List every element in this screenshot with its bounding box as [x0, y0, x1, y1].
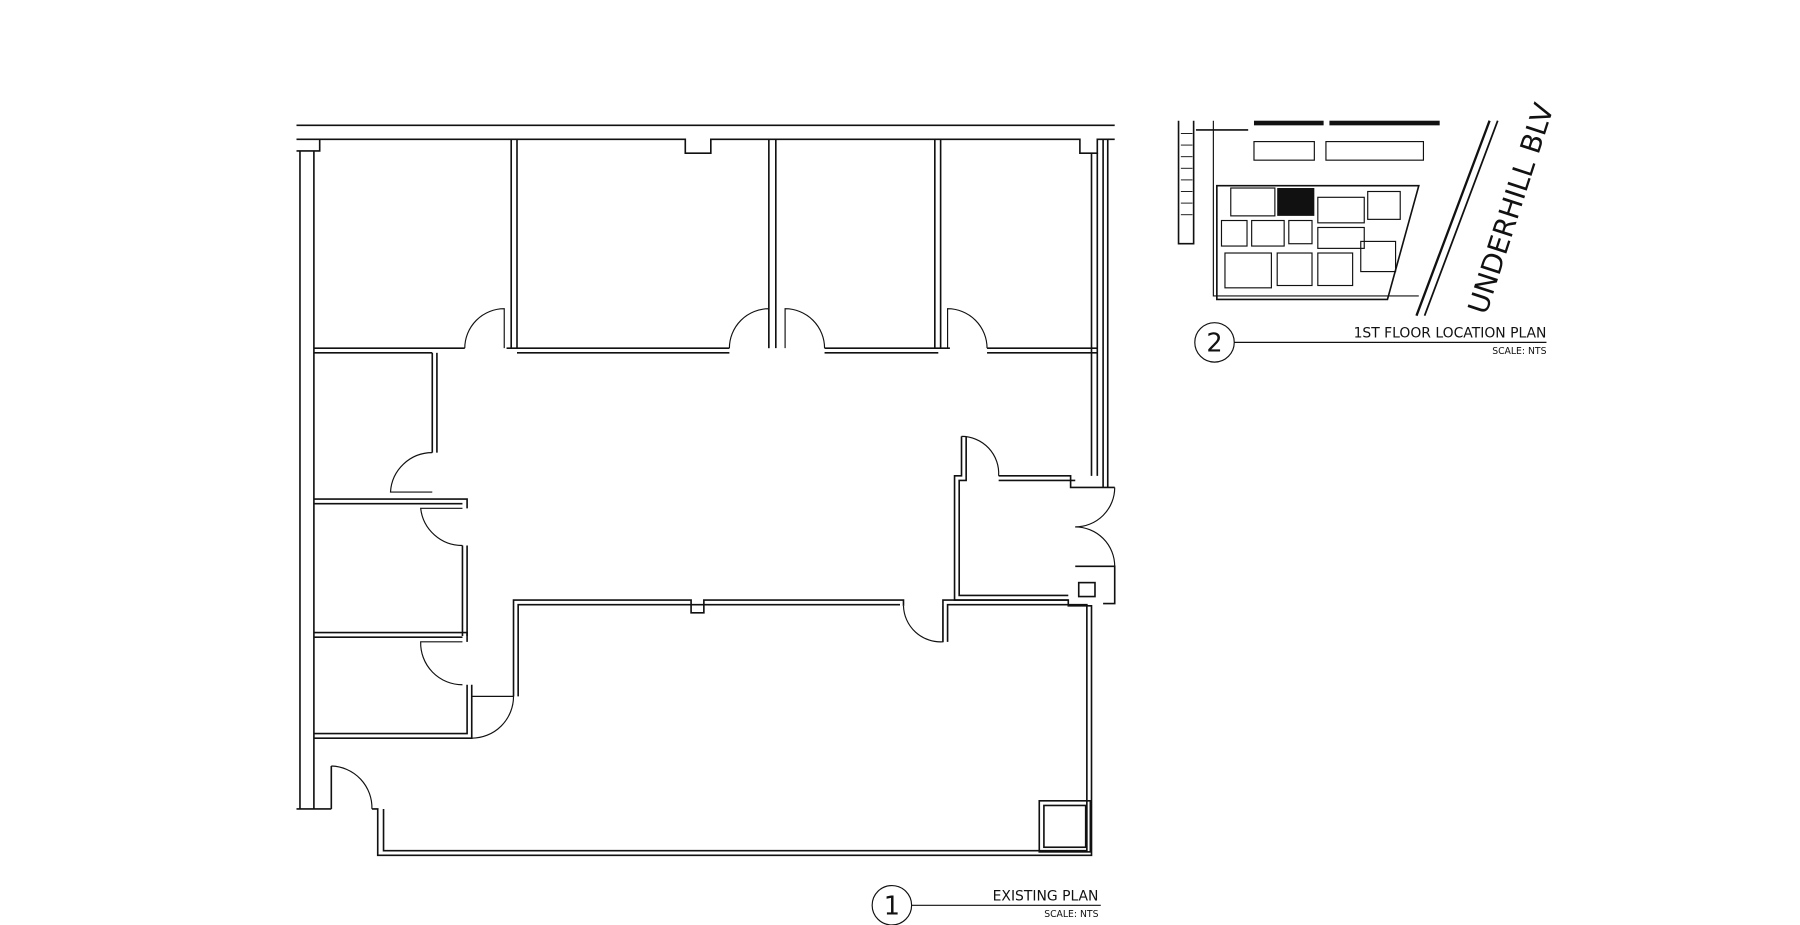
existing-plan-title-block: 1 EXISTING PLAN SCALE: NTS: [871, 884, 1101, 925]
drawing-scale: SCALE: NTS: [1044, 909, 1098, 920]
location-plan-map: UNDERHILL BLV: [1177, 99, 1561, 318]
drawing-title: 1ST FLOOR LOCATION PLAN: [1354, 326, 1547, 342]
location-plan-title-block: 2 1ST FLOOR LOCATION PLAN SCALE: NTS: [1194, 322, 1547, 363]
drawing-title: EXISTING PLAN: [993, 889, 1099, 905]
existing-floor-plan: [296, 124, 1116, 857]
drawing-scale: SCALE: NTS: [1492, 346, 1546, 357]
door-swings: [331, 308, 1116, 809]
drawing-number: 2: [1206, 329, 1222, 359]
street-label: UNDERHILL BLV: [1461, 99, 1560, 318]
drawing-number: 1: [884, 892, 900, 922]
